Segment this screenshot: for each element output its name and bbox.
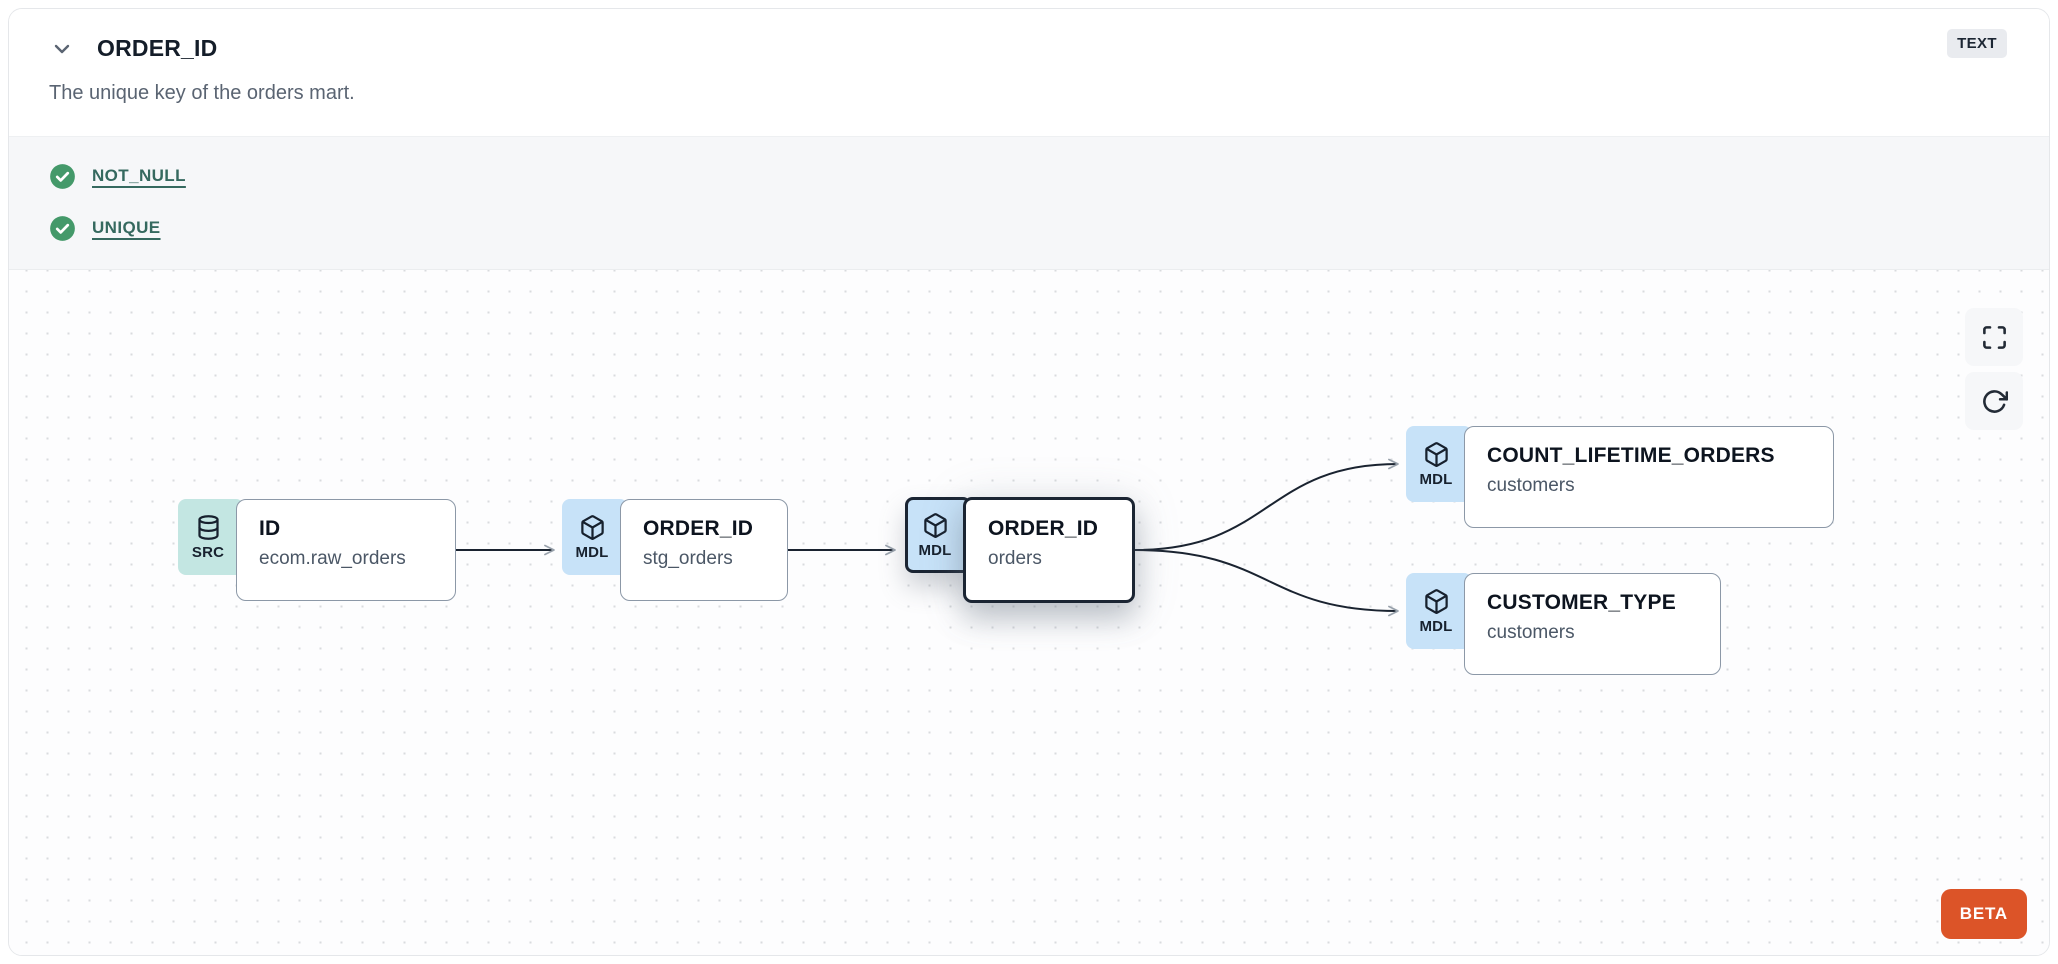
node-body: COUNT_LIFETIME_ORDERS customers: [1464, 426, 1834, 528]
database-icon: [197, 514, 219, 540]
canvas-controls: [1965, 308, 2023, 430]
node-model-name: customers: [1487, 475, 1575, 496]
test-link-unique[interactable]: UNIQUE: [92, 218, 161, 237]
chevron-down-icon: [54, 44, 70, 53]
column-description: The unique key of the orders mart.: [49, 82, 355, 104]
node-type-label: MDL: [575, 543, 609, 561]
header: ORDER_ID TEXT The unique key of the orde…: [9, 9, 2049, 136]
node-model-name: stg_orders: [643, 548, 733, 569]
beta-badge: BETA: [1940, 889, 2027, 939]
node-column-name: COUNT_LIFETIME_ORDERS: [1487, 444, 1775, 467]
refresh-button[interactable]: [1965, 372, 2023, 430]
node-model-name: ecom.raw_orders: [259, 548, 406, 569]
node-model-name: orders: [988, 548, 1042, 569]
node-column-name: ORDER_ID: [988, 517, 1099, 540]
node-body: ORDER_ID stg_orders: [620, 499, 788, 601]
node-type-label: MDL: [1419, 470, 1453, 488]
lineage-node-count-lifetime-orders[interactable]: MDL COUNT_LIFETIME_ORDERS customers: [1406, 426, 1834, 528]
lineage-node-order-id-orders-selected[interactable]: MDL ORDER_ID orders: [905, 497, 1135, 603]
node-column-name: ORDER_ID: [643, 517, 754, 540]
test-row: NOT_NULL: [49, 161, 2009, 191]
node-type-badge: MDL: [1406, 573, 1472, 649]
column-details-card: ORDER_ID TEXT The unique key of the orde…: [8, 8, 2050, 956]
cube-icon: [580, 514, 604, 540]
node-type-badge: MDL: [562, 499, 628, 575]
edge-orders-to-count-lifetime-orders: [1134, 458, 1399, 551]
type-badge: TEXT: [1947, 29, 2007, 58]
column-title: ORDER_ID: [97, 35, 218, 61]
collapse-button[interactable]: [49, 36, 75, 62]
cube-icon: [1424, 441, 1448, 467]
node-type-label: SRC: [191, 543, 225, 561]
lineage-node-id-raw-orders[interactable]: SRC ID ecom.raw_orders: [178, 499, 456, 601]
lineage-node-order-id-stg-orders[interactable]: MDL ORDER_ID stg_orders: [562, 499, 788, 601]
node-body: ORDER_ID orders: [963, 497, 1135, 603]
node-type-label: MDL: [1419, 617, 1453, 635]
node-type-badge: MDL: [1406, 426, 1472, 502]
cube-icon: [1424, 588, 1448, 614]
lineage-edges: [456, 458, 1399, 617]
node-type-label: MDL: [918, 541, 952, 559]
node-type-badge: MDL: [905, 497, 971, 573]
fullscreen-icon: [1982, 325, 2006, 349]
node-type-badge: SRC: [178, 499, 244, 575]
edge-orders-to-customer-type: [1134, 549, 1399, 617]
test-link-not-null[interactable]: NOT_NULL: [92, 166, 186, 185]
node-body: CUSTOMER_TYPE customers: [1464, 573, 1721, 675]
fullscreen-button[interactable]: [1965, 308, 2023, 366]
node-column-name: CUSTOMER_TYPE: [1487, 591, 1676, 614]
test-pass-icon: [50, 163, 75, 189]
test-pass-icon: [50, 215, 75, 241]
cube-icon: [923, 512, 947, 538]
node-column-name: ID: [259, 517, 281, 540]
lineage-canvas[interactable]: SRC ID ecom.raw_orders MDL ORDER_ID stg_…: [9, 269, 2049, 955]
lineage-node-customer-type[interactable]: MDL CUSTOMER_TYPE customers: [1406, 573, 1721, 675]
test-row: UNIQUE: [49, 213, 2009, 243]
node-body: ID ecom.raw_orders: [236, 499, 456, 601]
refresh-icon: [1982, 389, 2008, 413]
tests-section: NOT_NULL UNIQUE: [9, 136, 2049, 269]
node-model-name: customers: [1487, 622, 1575, 643]
